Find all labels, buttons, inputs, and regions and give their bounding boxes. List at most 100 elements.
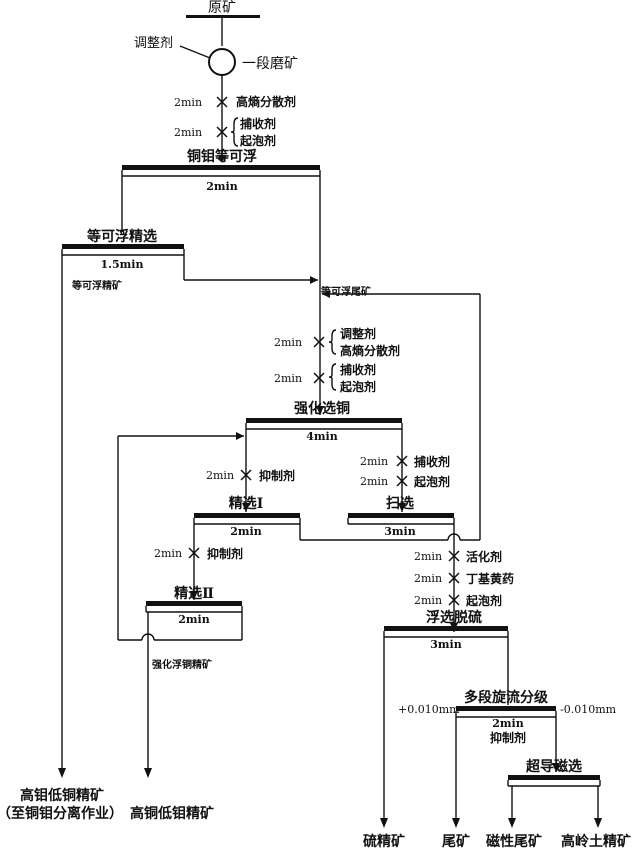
arrow-kaolin [594,818,602,828]
raw-ore-bar [186,15,260,18]
dose-reagent-4: 调整剂 [340,326,376,341]
bulk-float-cell [122,165,320,170]
cyclone-time: 2min [492,717,523,730]
reagent-dose-5 [240,469,252,481]
arrow-clean-tail [310,276,318,284]
dose-time-1: 2min [174,96,202,109]
dose-time-2: 2min [174,126,202,139]
cu-conc-label: 强化浮铜精矿 [152,658,212,671]
product-high-mo: 高钼低铜精矿 [20,787,104,804]
grinding-label: 一段磨矿 [242,56,298,72]
reagent-dose-9 [448,550,460,562]
cleaner2-cell [146,601,242,606]
arrow-cleaner2-return [236,432,244,440]
dose-reagent-6: 捕收剂 [340,362,376,377]
cleaner1-cell [194,513,300,518]
product-high-cu: 高铜低钼精矿 [130,805,214,822]
cleaner2-label: 精选Ⅱ [174,585,214,602]
raw-ore-label: 原矿 [208,0,236,16]
arrow-to-cleaner2 [190,591,198,600]
product-high-mo-note: （至铜钼分离作业） [0,805,123,822]
cyclone-reagent: 抑制剂 [490,730,526,745]
cyclone-label: 多段旋流分级 [464,689,549,706]
cleaner1-label: 精选Ⅰ [229,495,264,512]
arrow-cu-conc [144,768,152,778]
magsep-label-text: 超导磁选 [525,758,582,775]
dose-reagent-14: 起泡剂 [465,593,502,608]
brace-1 [230,117,239,147]
scavenger-time: 3min [384,525,415,538]
desulf-cell [384,626,508,631]
bulk-clean-cell [62,244,184,249]
dose-time-6: 2min [360,455,388,468]
reagent-dose-2 [216,126,228,138]
arrow-to-cu-rougher [316,406,324,415]
magsep-cell [508,775,600,780]
arrow-bulk-conc [58,768,66,778]
dose-time-3: 2min [274,336,302,349]
dose-reagent-13: 丁基黄药 [466,571,514,586]
dose-reagent-1: 高熵分散剂 [236,94,296,109]
dose-reagent-12: 活化剂 [466,549,502,564]
cu-rougher-time: 4min [306,430,337,443]
regulator-label: 调整剂 [134,36,173,51]
bulk-float-time: 2min [206,180,237,193]
scavenger-label: 扫选 [386,495,414,512]
reagent-dose-6 [396,455,408,467]
product-mag-tail: 磁性尾矿 [486,833,542,850]
reagent-dose-1 [216,96,228,108]
reagent-dose-11 [448,594,460,606]
cu-rougher-cell [246,418,402,423]
arrow-to-bulk [218,155,226,163]
bulk-float-label: 铜钼等可浮 [187,148,257,165]
reagent-dose-4 [313,372,325,384]
scavenger-cell [348,513,454,518]
product-sulfur: 硫精矿 [363,833,405,850]
dose-reagent-7: 起泡剂 [339,379,376,394]
coarse-size-label: +0.010mm [398,703,460,716]
bulk-clean-time: 1.5min [101,258,144,271]
arrow-tailings [452,818,460,828]
regulator-line [179,45,211,59]
arrow-sulfur-conc [380,818,388,828]
desulf-label: 浮选脱硫 [426,609,482,626]
dose-reagent-5: 高熵分散剂 [340,343,400,358]
reagent-dose-10 [448,572,460,584]
brace-3 [328,363,337,391]
arrow-to-magsep [552,763,560,772]
bulk-clean-label: 等可浮精选 [87,228,157,245]
dose-time-9: 2min [414,550,442,563]
dose-reagent-8: 抑制剂 [259,468,295,483]
arrow-to-cleaner1 [242,503,250,512]
cyclone-cell [456,706,556,711]
dose-reagent-2: 捕收剂 [240,116,276,131]
arrow-mag-tail [508,818,516,828]
arrow-scav-return [322,290,330,298]
fine-size-label: -0.010mm [560,703,617,716]
bulk-tail-label: 等可浮尾矿 [321,285,371,298]
grinding-mill-icon [208,48,236,76]
dose-time-5: 2min [206,469,234,482]
desulf-time: 3min [430,638,461,651]
product-tailings: 尾矿 [442,833,470,850]
dose-time-4: 2min [274,372,302,385]
dose-reagent-11: 抑制剂 [207,546,243,561]
dose-reagent-3: 起泡剂 [239,133,276,148]
bulk-conc-label: 等可浮精矿 [72,279,122,292]
dose-time-11: 2min [414,594,442,607]
dose-time-8: 2min [154,547,182,560]
cleaner1-time: 2min [230,525,261,538]
dose-time-7: 2min [360,475,388,488]
reagent-dose-8 [188,547,200,559]
reagent-dose-3 [313,336,325,348]
product-kaolin: 高岭土精矿 [561,833,631,850]
reagent-dose-7 [396,475,408,487]
cu-rougher-label: 强化选铜 [294,400,350,417]
dose-reagent-10: 起泡剂 [413,474,450,489]
arrow-to-scavenger [398,503,406,512]
dose-time-10: 2min [414,572,442,585]
brace-2 [328,329,337,355]
cleaner2-time: 2min [178,613,209,626]
